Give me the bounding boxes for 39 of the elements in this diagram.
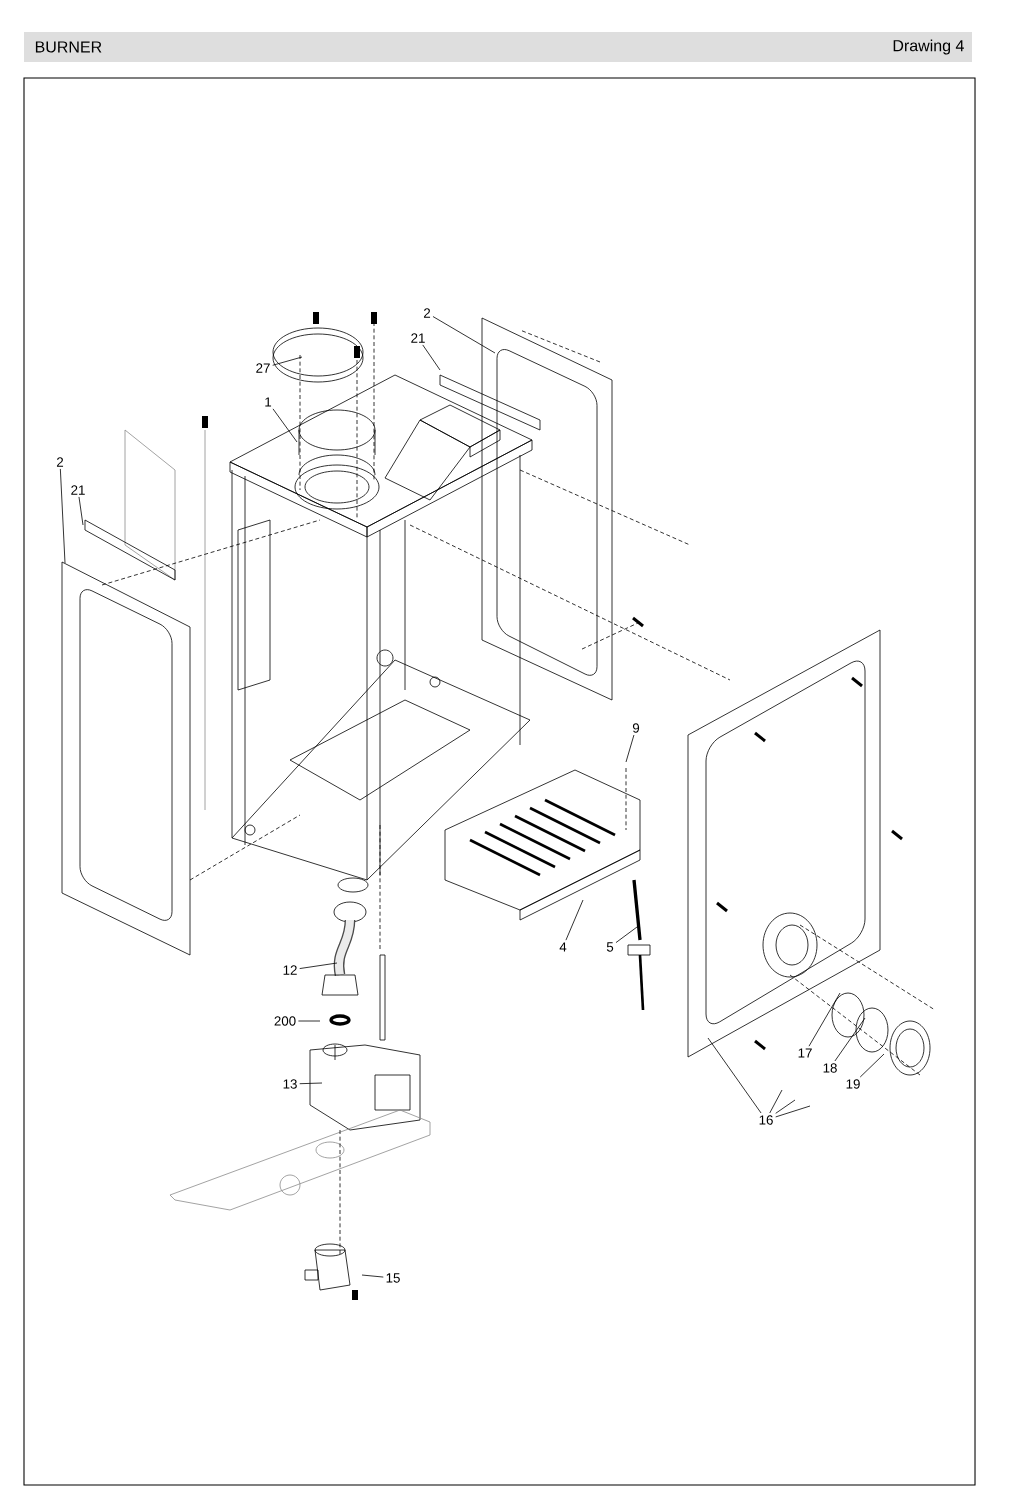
leader-line [775,1105,811,1118]
leader-line [565,899,584,941]
callout-number: 1 [265,397,272,407]
callout-number: 2 [56,457,64,467]
callout-number: 27 [256,363,270,373]
leader-line [769,1089,783,1114]
leader-line [272,408,298,443]
leader-line [272,356,303,366]
leader-line [707,1037,762,1114]
callout-number: 5 [606,942,614,952]
callout-number: 12 [283,965,297,975]
leader-line [432,316,496,354]
callout-number: 16 [759,1115,773,1125]
leader-line [625,734,635,763]
drawing-number: Drawing 4 [893,39,964,55]
callout-number: 19 [846,1079,860,1089]
leader-line [299,1082,323,1085]
leader-line [78,496,84,526]
callout-number: 15 [386,1273,400,1283]
title: BURNER [35,41,102,53]
callout-number: 13 [283,1079,297,1089]
callout-number: 200 [274,1016,296,1026]
leader-line [422,344,441,371]
leader-line [299,962,338,969]
callout-number: 4 [559,942,567,952]
callout-number: 9 [632,723,640,733]
leader-line [859,1053,885,1078]
leader-line [59,468,66,564]
callout-number: 17 [798,1048,812,1058]
leader-line [361,1274,384,1278]
callout-number: 18 [823,1063,837,1073]
leader-line [615,926,638,943]
callout-number: 2 [423,308,431,318]
leader-line [808,992,841,1047]
callout-number: 21 [71,485,85,495]
leader-line [298,1020,321,1022]
leader-line [775,1099,796,1114]
leader-line [834,1017,866,1062]
callout-number: 21 [411,333,425,343]
